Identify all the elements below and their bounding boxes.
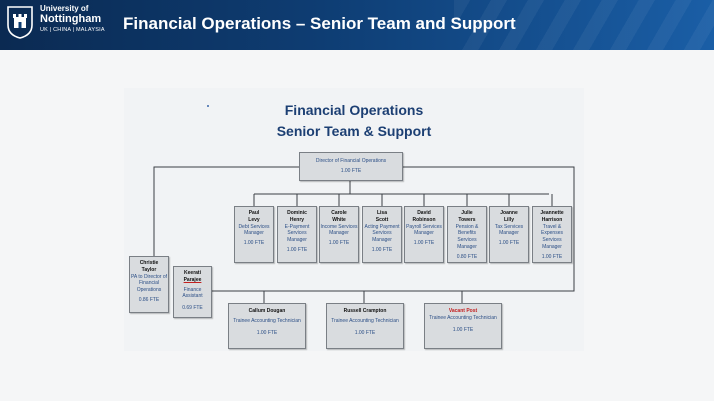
manager-role: Debt Services Manager bbox=[238, 223, 270, 237]
manager-name: Dominic bbox=[287, 210, 307, 216]
assistant-role: Finance Assistant bbox=[182, 286, 203, 300]
manager-fte: 1.00 FTE bbox=[541, 253, 563, 260]
manager-fte: 1.00 FTE bbox=[243, 240, 265, 246]
manager-surname: Lilly bbox=[503, 216, 514, 223]
pa-name: Christie bbox=[139, 260, 159, 266]
org-chart: Financial Operations Senior Team & Suppo… bbox=[124, 88, 584, 351]
university-logo: University of Nottingham UK | CHINA | MA… bbox=[6, 5, 105, 45]
org-node-manager: Julie Towers Pension & Benefits Services… bbox=[447, 206, 487, 263]
manager-role: Income Services Manager bbox=[320, 223, 358, 237]
org-node-manager: Dominic Henry E-Payment Services Manager… bbox=[277, 206, 317, 263]
org-chart-title-line-1: Financial Operations bbox=[284, 102, 424, 118]
org-node-trainee: Russell Crampton Trainee Accounting Tech… bbox=[326, 303, 404, 349]
logo-line-2: Nottingham bbox=[40, 13, 102, 25]
manager-fte: 1.00 FTE bbox=[328, 240, 350, 246]
manager-fte: 1.00 FTE bbox=[413, 240, 435, 246]
trainee-name: Russell Crampton bbox=[343, 308, 387, 314]
header-decoration bbox=[454, 0, 714, 50]
manager-surname: Robinson bbox=[412, 216, 436, 223]
trainee-role: Trainee Accounting Technician bbox=[429, 314, 497, 321]
assistant-surname: Parajee bbox=[183, 276, 202, 283]
manager-fte: 1.00 FTE bbox=[371, 246, 393, 253]
manager-surname: Towers bbox=[458, 216, 476, 223]
assistant-fte: 0.69 FTE bbox=[182, 305, 203, 311]
trainee-fte: 1.00 FTE bbox=[256, 329, 278, 336]
manager-role: Pension & Benefits Services Manager bbox=[455, 223, 479, 250]
logo-wordmark: University of Nottingham UK | CHINA | MA… bbox=[40, 5, 105, 34]
org-node-trainee-vacant: Vacant Post Trainee Accounting Technicia… bbox=[424, 303, 502, 349]
org-node-manager: Lisa Scott Acting Payment Services Manag… bbox=[362, 206, 402, 263]
trainee-name: Callum Dougan bbox=[248, 308, 286, 314]
trainee-fte: 1.00 FTE bbox=[452, 326, 474, 333]
slide-header: University of Nottingham UK | CHINA | MA… bbox=[0, 0, 714, 50]
manager-fte: 0.80 FTE bbox=[456, 253, 478, 260]
manager-name: Jeannette bbox=[540, 210, 564, 216]
manager-role: Payroll Services Manager bbox=[406, 223, 442, 237]
org-node-manager: Joanne Lilly Tax Services Manager 1.00 F… bbox=[489, 206, 529, 263]
manager-fte: 1.00 FTE bbox=[286, 246, 308, 253]
manager-name: Joanne bbox=[500, 210, 518, 216]
pa-link bbox=[153, 166, 299, 256]
trainee-role: Trainee Accounting Technician bbox=[331, 317, 399, 324]
org-node-pa: Christie Taylor PA to Director of Financ… bbox=[129, 256, 169, 313]
vacant-post-label: Vacant Post bbox=[448, 308, 478, 314]
trainee-fte: 1.00 FTE bbox=[354, 329, 376, 336]
manager-name: Paul bbox=[248, 210, 260, 216]
org-node-manager: Jeannette Harrison Travel & Expenses Ser… bbox=[532, 206, 572, 263]
org-node-trainee: Callum Dougan Trainee Accounting Technic… bbox=[228, 303, 306, 349]
trainee-role: Trainee Accounting Technician bbox=[233, 317, 301, 324]
manager-role: E-Payment Services Manager bbox=[284, 223, 310, 244]
org-chart-title-line-2: Senior Team & Support bbox=[276, 123, 432, 139]
org-node-finance-assistant: Keerati Parajee Finance Assistant 0.69 F… bbox=[173, 266, 212, 318]
pa-role: PA to Director of Financial Operations bbox=[130, 273, 168, 294]
logo-line-3: UK | CHINA | MALAYSIA bbox=[40, 27, 105, 33]
castle-crest-icon bbox=[7, 6, 33, 39]
assistant-name: Keerati bbox=[184, 270, 201, 276]
manager-name: Lisa bbox=[376, 210, 387, 216]
manager-role: Tax Services Manager bbox=[494, 223, 524, 237]
org-node-manager: David Robinson Payroll Services Manager … bbox=[404, 206, 444, 263]
director-role: Director of Financial Operations bbox=[315, 158, 387, 164]
manager-role: Acting Payment Services Manager bbox=[364, 223, 400, 244]
pa-surname: Taylor bbox=[141, 266, 157, 273]
manager-surname: Levy bbox=[248, 216, 260, 223]
manager-fte: 1.00 FTE bbox=[498, 240, 520, 246]
manager-name: Carole bbox=[331, 210, 347, 216]
manager-surname: Harrison bbox=[541, 216, 563, 223]
director-fte: 1.00 FTE bbox=[340, 167, 362, 174]
logo-line-1: University of bbox=[40, 4, 89, 13]
stray-dot bbox=[207, 105, 209, 107]
slide-title: Financial Operations – Senior Team and S… bbox=[123, 14, 516, 33]
manager-surname: White bbox=[332, 216, 346, 223]
org-node-director: Director of Financial Operations 1.00 FT… bbox=[299, 152, 403, 181]
manager-role: Travel & Expenses Services Manager bbox=[541, 223, 563, 250]
manager-surname: Scott bbox=[375, 216, 389, 223]
org-node-manager: Carole White Income Services Manager 1.0… bbox=[319, 206, 359, 263]
pa-fte: 0.86 FTE bbox=[138, 296, 160, 303]
manager-surname: Henry bbox=[289, 216, 305, 223]
manager-name: Julie bbox=[461, 210, 473, 216]
org-node-manager: Paul Levy Debt Services Manager 1.00 FTE bbox=[234, 206, 274, 263]
manager-name: David bbox=[417, 210, 431, 216]
